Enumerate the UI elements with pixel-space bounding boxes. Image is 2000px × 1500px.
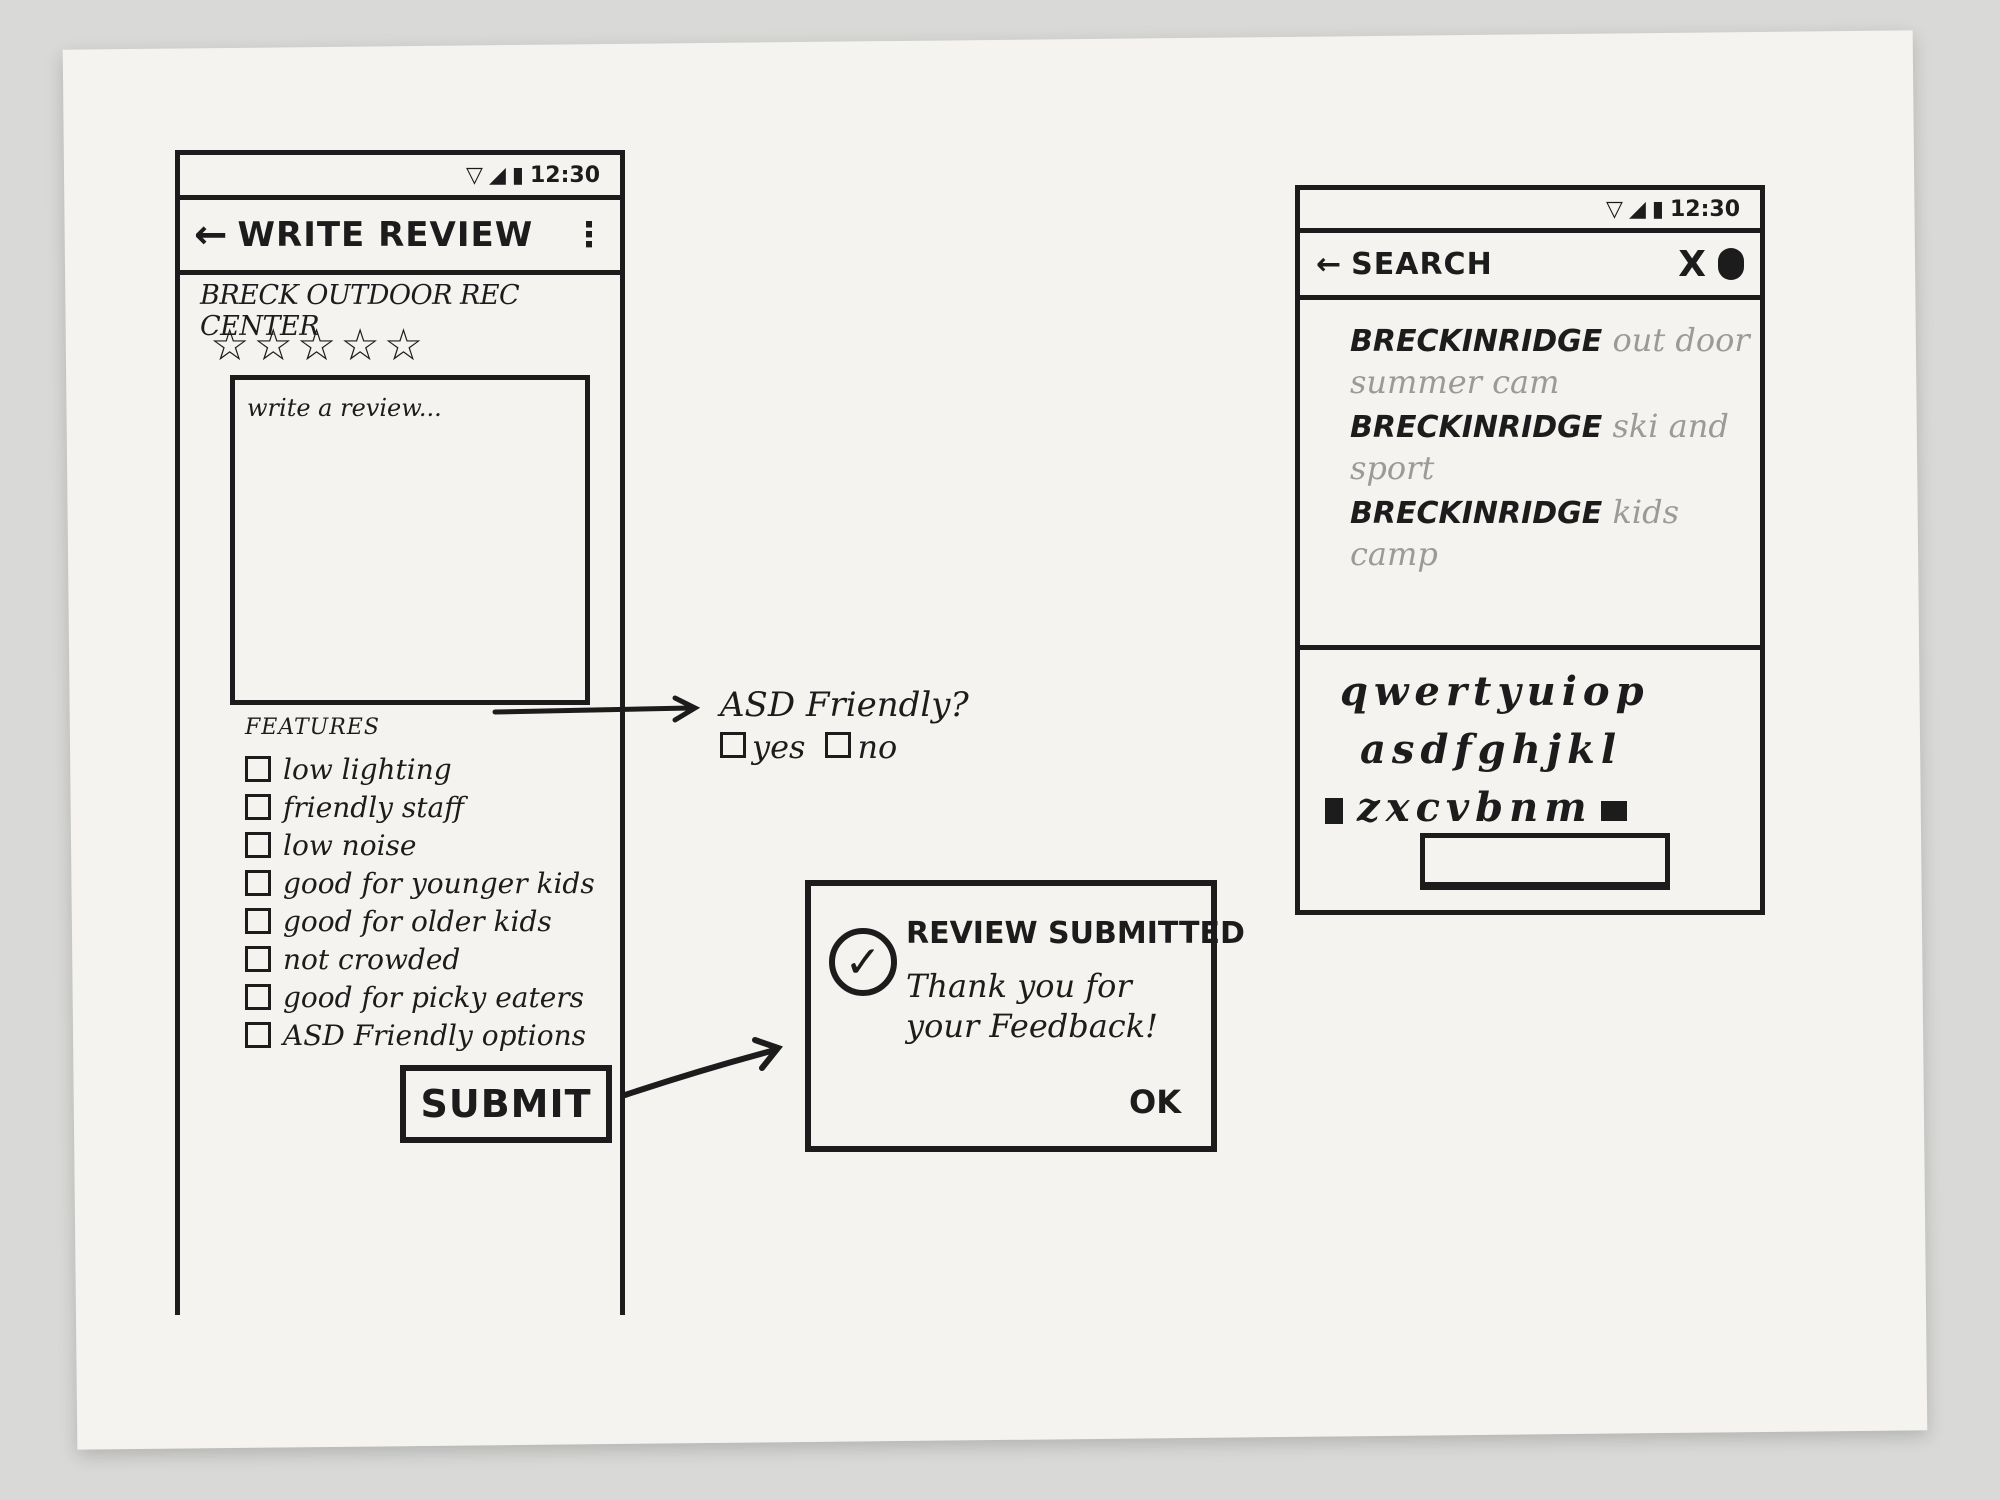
write-review-screen: ▽ ◢ ▮ 12:30 ← WRITE REVIEW ⋮ BRECK OUTDO…	[175, 150, 625, 1315]
feature-checkbox[interactable]: good for older kids	[245, 902, 595, 940]
close-icon[interactable]: X	[1678, 243, 1706, 285]
checkbox-icon	[245, 870, 271, 896]
submit-button[interactable]: SUBMIT	[400, 1065, 612, 1143]
search-bar[interactable]: ← SEARCH X	[1300, 233, 1760, 300]
checkbox-icon	[825, 732, 852, 758]
feature-checkbox[interactable]: not crowded	[245, 940, 595, 978]
signal-icon: ◢	[1628, 196, 1646, 222]
feature-checkbox[interactable]: low noise	[245, 826, 595, 864]
keyboard-row[interactable]: asdfghjkl	[1360, 726, 1623, 773]
checkbox-icon	[245, 908, 271, 934]
venue-name: BRECK OUTDOOR REC CENTER	[200, 280, 520, 342]
checkbox-icon	[245, 832, 271, 858]
features-label: FEATURES	[245, 715, 380, 740]
asd-no-option[interactable]: no	[825, 728, 897, 766]
search-result-item[interactable]: BRECKINRIDGE ski and sport	[1350, 407, 1729, 487]
arrow-to-asd-callout	[492, 695, 701, 723]
app-bar: ← WRITE REVIEW ⋮	[180, 200, 620, 275]
confirmation-dialog: ✓ REVIEW SUBMITTED Thank you for your Fe…	[805, 880, 1245, 1152]
feature-checkbox[interactable]: ASD Friendly options	[245, 1016, 595, 1054]
signal-icon: ◢	[488, 162, 506, 188]
on-screen-keyboard: qwertyuiop asdfghjkl zxcvbnm	[1300, 645, 1760, 910]
keyboard-row[interactable]: zxcvbnm	[1325, 784, 1627, 831]
feature-checkbox[interactable]: friendly staff	[245, 788, 595, 826]
review-textarea[interactable]: write a review...	[230, 375, 590, 705]
overflow-menu-icon[interactable]: ⋮	[572, 215, 606, 255]
status-time: 12:30	[1669, 196, 1740, 222]
checkbox-icon	[245, 946, 271, 972]
status-time: 12:30	[529, 162, 600, 188]
page-title: WRITE REVIEW	[237, 215, 534, 255]
asd-friendly-question: ASD Friendly?	[720, 685, 969, 725]
search-title: SEARCH	[1351, 246, 1493, 282]
checkbox-icon	[245, 984, 271, 1010]
asd-friendly-options: yes no	[720, 728, 897, 766]
feature-checkbox[interactable]: good for younger kids	[245, 864, 595, 902]
back-arrow-icon[interactable]: ←	[194, 212, 228, 258]
wifi-icon: ▽	[466, 162, 483, 188]
feature-checkbox[interactable]: low lighting	[245, 750, 595, 788]
ok-button[interactable]: OK	[1129, 1083, 1181, 1121]
search-screen: ▽ ◢ ▮ 12:30 ← SEARCH X BRECKINRIDGE out …	[1295, 185, 1765, 915]
status-bar: ▽ ◢ ▮ 12:30	[180, 155, 620, 200]
keyboard-row[interactable]: qwertyuiop	[1340, 668, 1650, 715]
search-results: BRECKINRIDGE out door summer cam BRECKIN…	[1350, 320, 1750, 578]
back-arrow-icon[interactable]: ←	[1316, 246, 1342, 282]
checkbox-icon	[245, 794, 271, 820]
features-list: low lighting friendly staff low noise go…	[245, 750, 595, 1054]
wifi-icon: ▽	[1606, 196, 1623, 222]
dialog-title: REVIEW SUBMITTED	[906, 916, 1245, 951]
search-result-item[interactable]: BRECKINRIDGE out door summer cam	[1350, 321, 1750, 401]
shift-key-icon[interactable]	[1325, 798, 1343, 824]
checkbox-icon	[245, 1022, 271, 1048]
checkmark-icon: ✓	[829, 928, 897, 996]
dialog-message: Thank you for your Feedback!	[906, 967, 1158, 1045]
review-placeholder: write a review...	[247, 394, 442, 422]
spacebar-key[interactable]	[1420, 833, 1670, 890]
checkbox-icon	[720, 732, 746, 758]
battery-icon: ▮	[511, 162, 524, 188]
search-result-item[interactable]: BRECKINRIDGE kids camp	[1350, 493, 1679, 573]
arrow-to-dialog	[622, 1037, 783, 1098]
backspace-key-icon[interactable]	[1600, 801, 1627, 821]
status-bar: ▽ ◢ ▮ 12:30	[1300, 190, 1760, 233]
star-rating[interactable]: ☆☆☆☆☆	[210, 320, 428, 371]
battery-icon: ▮	[1651, 196, 1664, 222]
microphone-icon[interactable]	[1718, 248, 1744, 280]
feature-checkbox[interactable]: good for picky eaters	[245, 978, 595, 1016]
checkbox-icon	[245, 756, 271, 782]
asd-yes-option[interactable]: yes	[720, 728, 805, 766]
